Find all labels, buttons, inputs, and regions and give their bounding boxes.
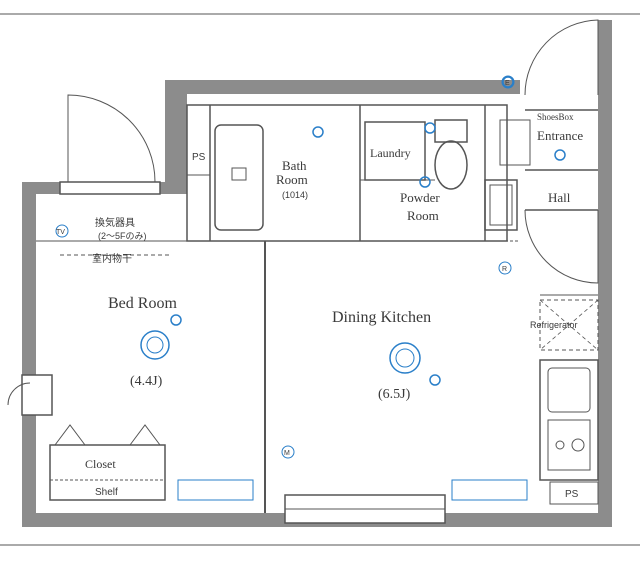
shelf-label: Shelf [95,487,118,498]
powder-room-label-1: Powder [400,190,440,205]
closet-label: Closet [85,457,116,471]
refrigerator-label: Refrigerator [530,320,578,330]
exhaust-fan-icon: E [501,75,515,89]
bed-room-label: Bed Room [108,295,177,312]
shoes-box-label: ShoesBox [537,112,574,122]
washbasin [484,179,518,231]
indoor-drying-note: 室内物干 [92,252,132,265]
downlights [170,76,566,386]
page-frame [0,13,640,546]
meter-icon: M [281,445,295,459]
ps-kitchen-label: PS [565,489,579,500]
ventilation-note-1: 換気器具 [95,216,135,229]
laundry-label: Laundry [370,146,411,160]
entrance-label: Entrance [537,128,583,143]
doors [7,19,599,406]
bath-room-label-1: Bath [282,158,307,173]
laundry-pan [364,121,426,181]
kitchen-counter [539,359,599,481]
ceiling-light-dining [389,342,421,374]
walls [22,20,612,527]
bath-room-label-2: Room [276,172,308,187]
bathtub [214,124,264,231]
svg-text:TV: TV [56,229,65,236]
powder-room-label-2: Room [407,208,439,223]
ps-box-kitchen [549,481,599,505]
bed-room-size: (4.4J) [130,374,163,389]
svg-text:M: M [284,450,290,457]
svg-text:R: R [502,266,507,273]
air-units [177,479,528,501]
refrigerator-outlet-icon: R [498,261,512,275]
hall-label: Hall [548,190,571,205]
shoes-box [499,119,531,166]
windows [21,181,446,524]
tv-outlet-icon: TV [55,224,69,238]
ceiling-light-bedroom [140,330,170,360]
refrigerator-space [539,299,599,351]
dining-kitchen-size: (6.5J) [378,387,411,402]
ps-box-bath [186,104,211,176]
closet [49,424,166,501]
toilet [434,119,468,190]
ventilation-note-2: (2～5Fのみ) [98,231,147,241]
ps-bath-label: PS [192,152,206,163]
dining-kitchen-label: Dining Kitchen [332,309,431,326]
svg-text:E: E [505,80,510,87]
bath-room-model: (1014) [282,190,308,200]
